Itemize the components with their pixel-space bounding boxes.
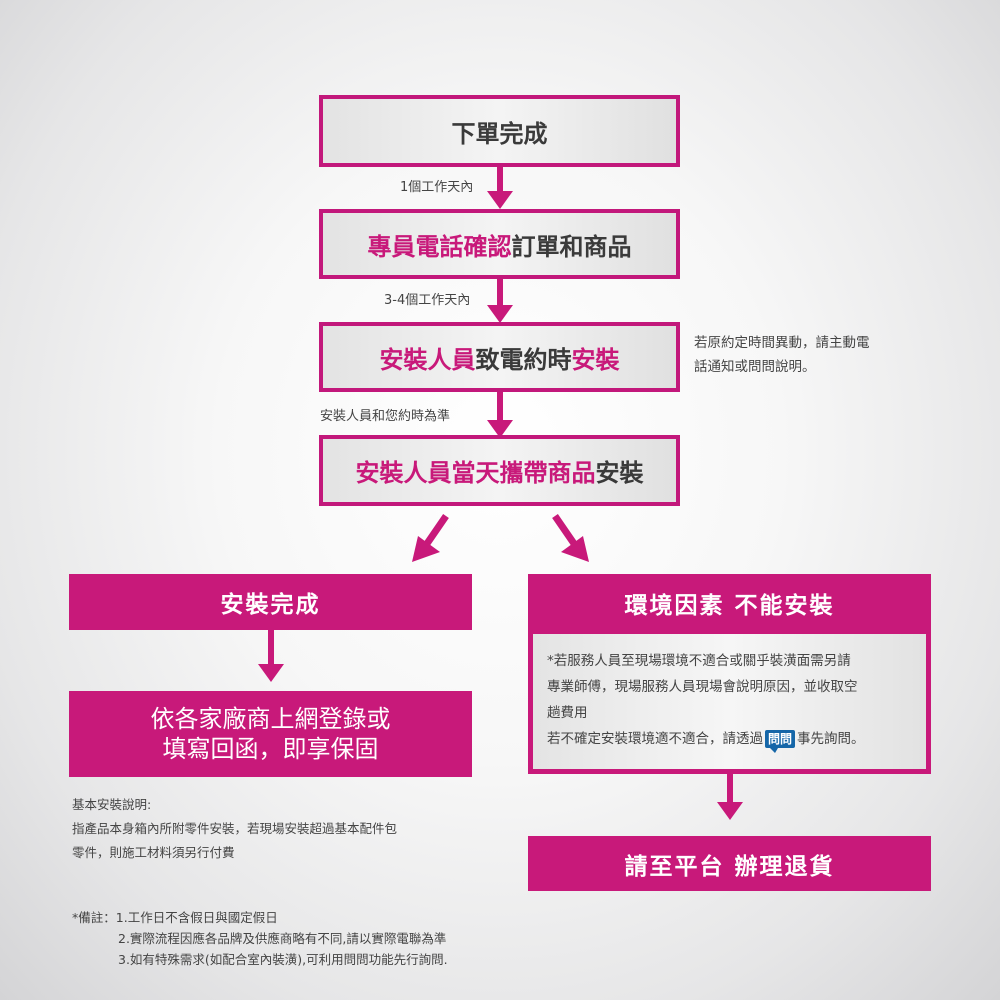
footnote-item-2: 2.實際流程因應各品牌及供應商略有不同,請以實際電聯為準 [118, 931, 447, 946]
footnote-item-1: 1.工作日不含假日與國定假日 [115, 910, 278, 925]
connector-label-2: 3-4個工作天內 [384, 293, 471, 308]
env-body-line2: 專業師傅，現場服務人員現場會說明原因，並收取空 [547, 679, 858, 695]
arrow-down-icon [487, 420, 513, 438]
connector-line-right [727, 774, 733, 804]
reschedule-note-line2: 話通知或問問說明。 [694, 359, 816, 375]
step-confirm-call-highlight: 專員電話確認 [367, 232, 512, 261]
return-goods-label: 請至平台 辦理退貨 [624, 853, 835, 880]
arrow-down-icon [717, 802, 743, 820]
env-body-line4-post: 事先詢問。 [797, 731, 865, 747]
arrow-down-left-icon [412, 514, 449, 562]
basic-install-title: 基本安裝說明: [72, 797, 152, 812]
environment-issue-title: 環境因素 不能安裝 [624, 593, 835, 619]
connector-line-left [268, 630, 274, 666]
step-order-complete: 下單完成 [319, 95, 680, 167]
basic-install-notes: 基本安裝說明: 指產品本身箱內所附零件安裝，若現場安裝超過基本配件包 零件，則施… [72, 793, 397, 865]
footnote-item-3: 3.如有特殊需求(如配合室內裝潢),可利用問問功能先行詢問. [118, 952, 448, 967]
step-installer-call: 安裝人員致電約時安裝 [319, 322, 680, 392]
basic-install-line2: 零件，則施工材料須另行付費 [72, 845, 235, 860]
install-complete-label: 安裝完成 [220, 592, 321, 618]
step-confirm-call: 專員電話確認訂單和商品 [319, 209, 680, 279]
step-install-day: 安裝人員當天攜帶商品安裝 [319, 435, 680, 506]
basic-install-line1: 指產品本身箱內所附零件安裝，若現場安裝超過基本配件包 [72, 821, 398, 836]
env-body-line4-pre: 若不確定安裝環境適不適合，請透過 [547, 731, 763, 747]
connector-line-1 [497, 167, 503, 193]
environment-issue-body: *若服務人員至現場環境不適合或關乎裝潢面需另請 專業師傅，現場服務人員現場會說明… [533, 634, 926, 769]
env-body-line4: 若不確定安裝環境適不適合，請透過問問事先詢問。 [547, 726, 916, 753]
step-installer-call-hl2: 安裝 [571, 345, 620, 374]
warranty-line2: 填寫回函，即享保固 [162, 735, 379, 763]
wenwen-chat-icon[interactable]: 問問 [765, 730, 796, 753]
connector-label-3: 安裝人員和您約時為準 [320, 409, 451, 424]
return-goods-box: 請至平台 辦理退貨 [528, 836, 931, 891]
reschedule-note: 若原約定時間異動，請主動電 話通知或問問說明。 [694, 331, 870, 379]
install-complete-box: 安裝完成 [69, 574, 472, 630]
step-installer-call-hl1: 安裝人員 [379, 345, 476, 374]
footnotes: *備註：1.工作日不含假日與國定假日 2.實際流程因應各品牌及供應商略有不同,請… [72, 907, 448, 970]
step-order-complete-label: 下單完成 [451, 119, 548, 148]
footnote-row-1: *備註：1.工作日不含假日與國定假日 [72, 907, 448, 928]
env-body-line1: *若服務人員至現場環境不適合或關乎裝潢面需另請 [547, 653, 851, 669]
warranty-box: 依各家廠商上網登錄或 填寫回函，即享保固 [69, 691, 472, 777]
reschedule-note-line1: 若原約定時間異動，請主動電 [694, 335, 870, 351]
connector-label-1: 1個工作天內 [400, 180, 474, 195]
step-installer-call-mid: 致電約時 [475, 345, 572, 374]
arrow-down-icon [487, 305, 513, 323]
step-install-day-rest: 安裝 [595, 459, 644, 487]
arrow-down-right-icon [552, 514, 589, 562]
connector-line-3 [497, 392, 503, 422]
connector-line-2 [497, 279, 503, 307]
step-install-day-highlight: 安裝人員當天攜帶商品 [355, 459, 596, 487]
step-confirm-call-rest: 訂單和商品 [511, 232, 632, 261]
footnote-prefix: *備註： [72, 910, 116, 925]
warranty-line1: 依各家廠商上網登錄或 [150, 705, 391, 733]
arrow-down-icon [258, 664, 284, 682]
arrow-down-icon [487, 191, 513, 209]
environment-issue-panel: 環境因素 不能安裝 *若服務人員至現場環境不適合或關乎裝潢面需另請 專業師傅，現… [528, 574, 931, 774]
env-body-line3: 趟費用 [547, 705, 588, 721]
